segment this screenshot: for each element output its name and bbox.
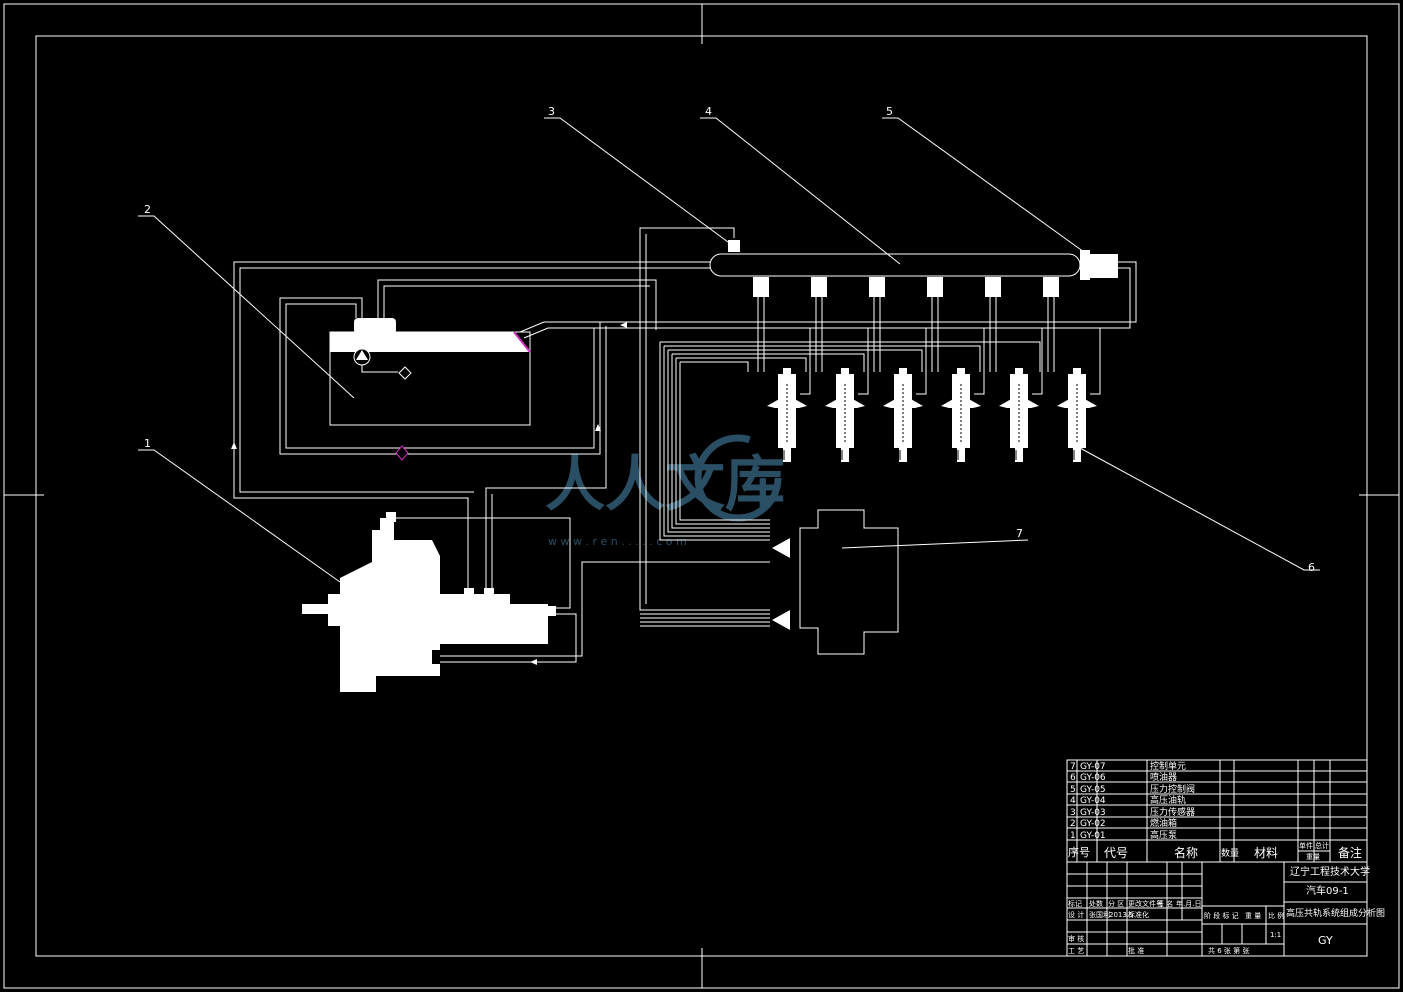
common-rail <box>709 240 1118 297</box>
svg-text:GY-05: GY-05 <box>1080 785 1106 795</box>
fuel-tank <box>329 318 531 461</box>
svg-text:1: 1 <box>1070 831 1076 841</box>
control-unit <box>772 509 899 655</box>
svg-text:GY-07: GY-07 <box>1080 762 1106 772</box>
svg-text:阶 段 标 记: 阶 段 标 记 <box>1204 911 1239 920</box>
svg-text:重 量: 重 量 <box>1245 912 1261 920</box>
title-block <box>1066 759 1368 957</box>
callout-7: 7 <box>1016 527 1023 540</box>
svg-text:工 艺: 工 艺 <box>1068 947 1084 955</box>
drawing-title: 高压共轨系统组成分析图 <box>1286 907 1385 919</box>
callout-2: 2 <box>144 203 151 216</box>
svg-text:标准化: 标准化 <box>1128 910 1149 919</box>
svg-text:燃油箱: 燃油箱 <box>1150 817 1177 829</box>
svg-text:GY-03: GY-03 <box>1080 808 1106 818</box>
svg-text:重量: 重量 <box>1306 853 1320 861</box>
svg-text:4: 4 <box>1070 796 1076 806</box>
svg-text:控制单元: 控制单元 <box>1150 760 1186 772</box>
svg-text:2013.5: 2013.5 <box>1109 911 1134 919</box>
watermark-text: 人人文库 <box>545 450 785 520</box>
svg-text:更改文件号: 更改文件号 <box>1128 899 1163 908</box>
title-info: 辽宁工程技术大学 汽车09-1 高压共轨系统组成分析图 GY 1:1 标记 处数… <box>1068 865 1385 955</box>
watermark: 人人文库 w w w . r e n . . . . . c o m <box>545 434 785 548</box>
svg-text:批 准: 批 准 <box>1128 946 1144 955</box>
leader-lines <box>138 117 1320 583</box>
svg-text:单件: 单件 <box>1299 841 1313 850</box>
svg-text:序号: 序号 <box>1068 845 1090 859</box>
svg-text:总计: 总计 <box>1315 841 1329 850</box>
svg-text:GY-02: GY-02 <box>1080 819 1106 829</box>
svg-text:备注: 备注 <box>1338 845 1362 860</box>
parts-header: 序号 代号 名称 数量 材料 单件 总计 重量 备注 <box>1068 841 1362 861</box>
svg-text:喷油器: 喷油器 <box>1150 771 1177 783</box>
svg-text:数量: 数量 <box>1221 847 1239 859</box>
callout-3: 3 <box>548 105 555 118</box>
svg-text:7: 7 <box>1070 762 1076 772</box>
svg-text:名称: 名称 <box>1174 845 1198 860</box>
callout-1: 1 <box>144 437 151 450</box>
svg-text:共 6 张 第 张: 共 6 张 第 张 <box>1208 946 1249 955</box>
high-pressure-pump <box>302 512 556 692</box>
injectors <box>766 367 1098 463</box>
drawing-code: GY <box>1318 934 1333 947</box>
svg-text:压力传感器: 压力传感器 <box>1150 806 1195 818</box>
svg-text:GY-04: GY-04 <box>1080 796 1106 806</box>
svg-text:材料: 材料 <box>1254 846 1278 860</box>
class-name: 汽车09-1 <box>1306 884 1349 897</box>
flow-arrows <box>231 322 627 665</box>
callouts: 1 2 3 4 5 6 7 <box>144 105 1315 574</box>
school-name: 辽宁工程技术大学 <box>1290 865 1370 878</box>
svg-text:3: 3 <box>1070 808 1076 818</box>
callout-5: 5 <box>886 105 893 118</box>
drawing-frame <box>3 3 1400 989</box>
svg-text:处数: 处数 <box>1089 899 1103 908</box>
svg-text:年.月.日: 年.月.日 <box>1176 899 1201 908</box>
scale: 1:1 <box>1270 931 1281 939</box>
svg-text:GY-01: GY-01 <box>1080 831 1106 841</box>
svg-text:张国利: 张国利 <box>1089 910 1110 919</box>
callout-4: 4 <box>705 105 712 118</box>
svg-text:高压泵: 高压泵 <box>1150 829 1177 841</box>
svg-text:签 名: 签 名 <box>1157 899 1173 908</box>
svg-text:标记: 标记 <box>1068 899 1082 908</box>
svg-text:6: 6 <box>1070 773 1076 783</box>
watermark-url: w w w . r e n . . . . . c o m <box>548 535 687 548</box>
svg-text:比 例: 比 例 <box>1268 911 1284 920</box>
svg-text:设 计: 设 计 <box>1068 910 1084 919</box>
parts-list: 7 GY-07 控制单元 6 GY-06 喷油器 5 GY-05 压力控制阀 4… <box>1070 760 1195 841</box>
svg-text:压力控制阀: 压力控制阀 <box>1150 783 1195 795</box>
svg-text:代号: 代号 <box>1104 846 1128 860</box>
svg-text:审 核: 审 核 <box>1068 934 1084 943</box>
fuel-lines <box>233 227 1137 663</box>
callout-6: 6 <box>1308 561 1315 574</box>
svg-text:2: 2 <box>1070 819 1076 829</box>
svg-text:GY-06: GY-06 <box>1080 773 1106 783</box>
svg-text:5: 5 <box>1070 785 1076 795</box>
svg-text:高压油轨: 高压油轨 <box>1150 794 1186 806</box>
svg-text:分 区: 分 区 <box>1108 899 1124 908</box>
